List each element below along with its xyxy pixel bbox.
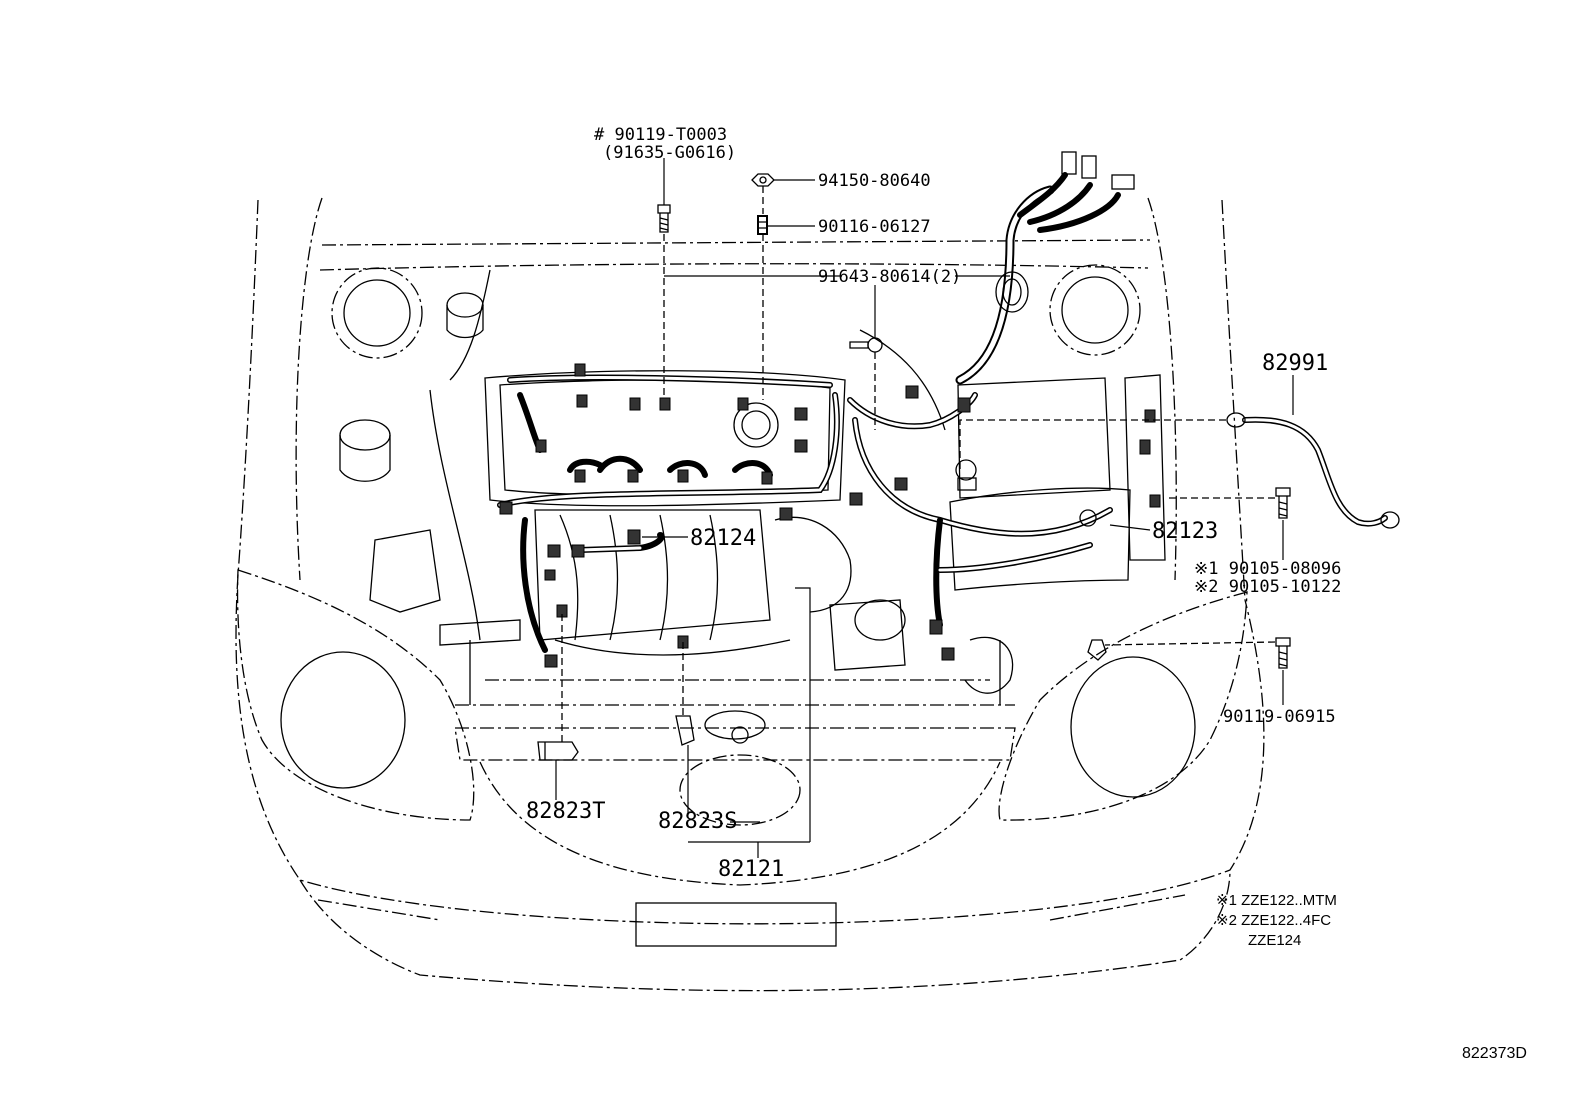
bolt-90119-T0003 — [657, 204, 671, 233]
sensor-parts — [537, 715, 695, 761]
label-90105-10122: ※2 90105-10122 — [1194, 577, 1341, 597]
label-82991: 82991 — [1262, 351, 1328, 376]
car-body-outline — [235, 197, 1265, 992]
label-94150-80640: 94150-80640 — [818, 171, 931, 191]
leader-lines — [555, 158, 1294, 858]
label-82823T: 82823T — [526, 799, 605, 824]
model-notes: ※1 ZZE122..MTM ※2 ZZE122..4FC ZZE124 — [1216, 892, 1337, 949]
label-91643-80614: 91643-80614(2) — [818, 267, 961, 287]
label-82121: 82121 — [718, 857, 784, 882]
diagram-code: 822373D — [1462, 1045, 1527, 1062]
bolt-90119-06915 — [1275, 637, 1291, 669]
label-82123: 82123 — [1152, 519, 1218, 544]
note-2: ※2 ZZE122..4FC — [1216, 912, 1331, 929]
engine-block — [339, 269, 1166, 744]
engine-wire-harness — [497, 151, 1161, 668]
label-90119-T0003: # 90119-T0003 — [594, 125, 727, 145]
label-90119-06915: 90119-06915 — [1223, 707, 1336, 727]
bolt-90105 — [1275, 487, 1291, 519]
part-labels: # 90119-T0003 (91635-G0616) 94150-80640 … — [526, 125, 1341, 882]
cable-82991 — [1226, 412, 1400, 529]
label-91635-G0616: (91635-G0616) — [603, 143, 736, 163]
label-82124: 82124 — [690, 526, 756, 551]
note-1: ※1 ZZE122..MTM — [1216, 892, 1337, 909]
stud-90116-06127 — [757, 215, 768, 235]
label-82823S: 82823S — [658, 809, 737, 834]
label-90105-08096: ※1 90105-08096 — [1194, 559, 1341, 579]
nut-94150-80640 — [751, 173, 775, 187]
note-3: ZZE124 — [1248, 932, 1301, 949]
label-90116-06127: 90116-06127 — [818, 217, 931, 237]
